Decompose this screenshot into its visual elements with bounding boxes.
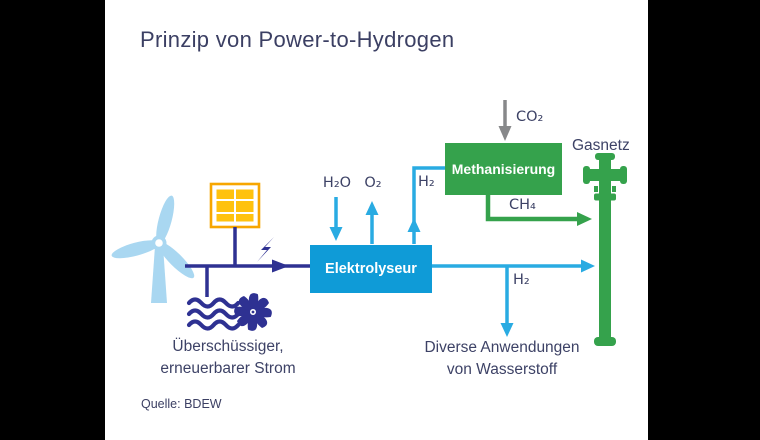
h2-to-methanation-arrow (407, 166, 445, 244)
lightning-icon (257, 237, 274, 262)
power-arrowhead (272, 259, 289, 273)
o2-arrow (365, 201, 379, 244)
letterbox-right (648, 0, 760, 440)
methanation-label: Methanisierung (451, 161, 556, 177)
h2-methanation-label: H₂ (418, 174, 435, 190)
figure-canvas: Prinzip von Power-to-Hydrogen (105, 0, 648, 440)
ch4-label: CH₄ (509, 197, 536, 213)
h2-branch-arrow (500, 266, 514, 337)
ch4-arrow (485, 195, 592, 226)
solar-panel-icon (209, 182, 261, 229)
co2-label: CO₂ (516, 109, 544, 125)
h2o-arrow (329, 197, 343, 241)
electrolyzer-label: Elektrolyseur (325, 261, 417, 277)
power-bus-line (185, 227, 310, 297)
applications-label: Diverse Anwendungen von Wasserstoff (412, 337, 592, 382)
o2-label: O₂ (364, 175, 382, 191)
renewable-power-line1: Überschüssiger, (172, 338, 284, 355)
methanation-box (445, 143, 562, 195)
source-label: Quelle: BDEW (141, 397, 222, 411)
water-turbine-icon (234, 293, 272, 331)
h2-main-arrow (432, 259, 595, 273)
electrolyzer-box (310, 245, 432, 293)
letterbox-left (0, 0, 105, 440)
applications-line2: von Wasserstoff (446, 361, 558, 379)
gas-pipe-icon (583, 153, 627, 346)
hydro-waves-icon (186, 297, 241, 331)
applications-line1: Diverse Anwendungen (424, 339, 580, 356)
figure-title: Prinzip von Power-to-Hydrogen (140, 27, 455, 52)
gas-network-label: Gasnetz (572, 137, 630, 154)
renewable-power-label: Überschüssiger, erneuerbarer Strom (138, 336, 318, 381)
co2-arrow (498, 100, 512, 141)
h2-applications-label: H₂ (513, 272, 530, 288)
renewable-power-line2: erneuerbarer Strom (160, 360, 296, 378)
h2o-label: H₂O (322, 175, 352, 191)
wind-turbine-icon (111, 195, 195, 303)
diagram (111, 100, 627, 346)
